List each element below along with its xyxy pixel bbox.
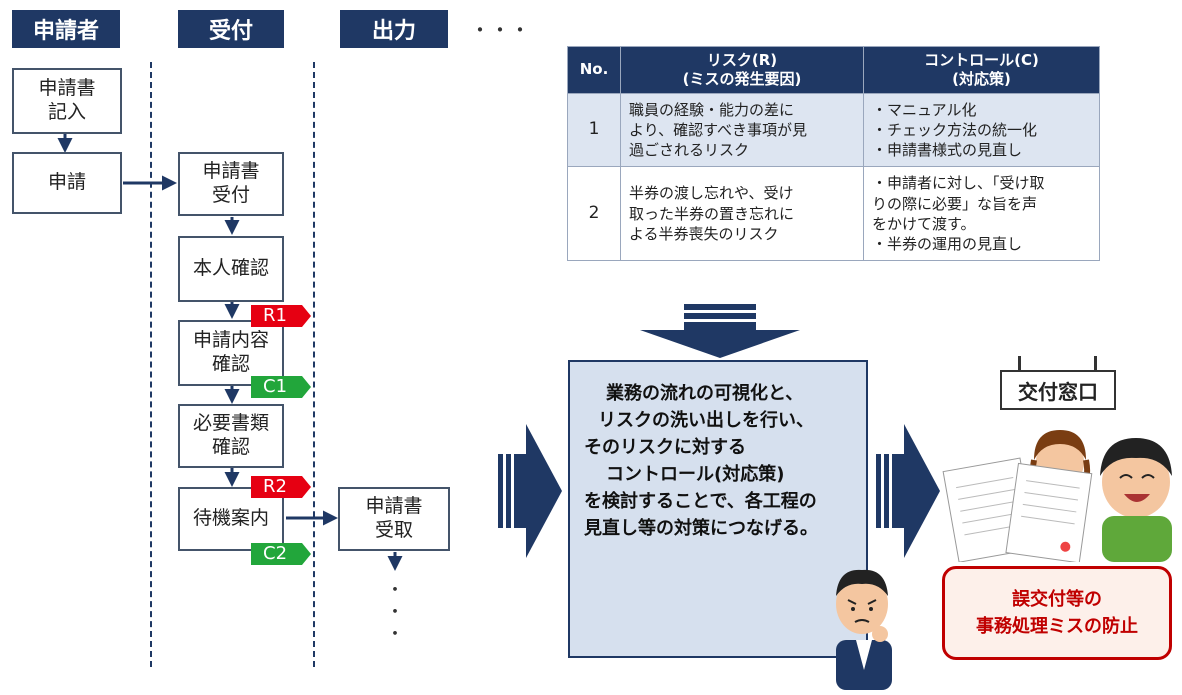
- summary-box: 業務の流れの可視化と、 リスクの洗い出しを行い、 そのリスクに対する コントロー…: [568, 360, 868, 658]
- header-ellipsis: ・・・: [470, 18, 530, 42]
- flow-connectors: [57, 134, 403, 571]
- continuation-dots: ・ ・ ・: [386, 580, 404, 645]
- row-no: 2: [567, 166, 621, 262]
- result-line: 誤交付等の: [1012, 589, 1102, 610]
- counter-illustration-icon: [942, 430, 1172, 562]
- control-tag-c1: C1: [251, 376, 311, 398]
- lane-divider: [313, 62, 315, 667]
- col-control: コントロール(C) (対応策): [862, 46, 1101, 94]
- sign-post: [1018, 356, 1021, 372]
- step-receive-certificate: 申請書 受取: [338, 487, 450, 551]
- summary-line: 業務の流れの可視化と、: [606, 383, 804, 404]
- counter-sign: 交付窓口: [1000, 370, 1116, 410]
- summary-line: リスクの洗い出しを行い、: [598, 410, 814, 431]
- lane-header-applicant: 申請者: [12, 10, 120, 48]
- summary-line: を検討することで、各工程の: [584, 491, 817, 512]
- summary-line: そのリスクに対する: [584, 437, 746, 458]
- table-row: 2 半券の渡し忘れや、受け 取った半券の置き忘れに よる半券喪失のリスク ・申請…: [567, 166, 1101, 262]
- risk-tag-r2: R2: [251, 476, 311, 498]
- down-arrow-icon: [640, 304, 800, 358]
- step-fill-application: 申請書 記入: [12, 68, 122, 134]
- right-arrow-icon: [498, 424, 562, 558]
- row-control: ・マニュアル化 ・チェック方法の統一化 ・申請書様式の見直し: [862, 92, 1101, 168]
- summary-line: 見直し等の対策につなげる。: [584, 518, 818, 539]
- col-risk: リスク(R) (ミスの発生要因): [620, 46, 864, 94]
- lane-header-reception: 受付: [178, 10, 284, 48]
- result-line: 事務処理ミスの防止: [976, 616, 1138, 637]
- step-documents-check: 必要書類 確認: [178, 404, 284, 468]
- step-submit-application: 申請: [12, 152, 122, 214]
- result-box: 誤交付等の 事務処理ミスの防止: [942, 566, 1172, 660]
- risk-tag-r1: R1: [251, 305, 311, 327]
- table-row: 1 職員の経験・能力の差に より、確認すべき事項が見 過ごされるリスク ・マニュ…: [567, 92, 1101, 168]
- row-risk: 職員の経験・能力の差に より、確認すべき事項が見 過ごされるリスク: [620, 92, 864, 168]
- lane-header-output: 出力: [340, 10, 448, 48]
- lane-divider: [150, 62, 152, 667]
- step-content-check: 申請内容 確認: [178, 320, 284, 386]
- row-risk: 半券の渡し忘れや、受け 取った半券の置き忘れに よる半券喪失のリスク: [620, 166, 864, 262]
- step-receive-application: 申請書 受付: [178, 152, 284, 216]
- risk-control-table: No. リスク(R) (ミスの発生要因) コントロール(C) (対応策) 1 職…: [567, 46, 1101, 262]
- row-no: 1: [567, 92, 621, 168]
- step-identity-check: 本人確認: [178, 236, 284, 302]
- summary-line: コントロール(対応策): [606, 464, 785, 485]
- row-control: ・申請者に対し、「受け取 りの際に必要」な旨を声 をかけて渡す。 ・半券の運用の…: [862, 166, 1101, 262]
- col-no: No.: [567, 46, 621, 94]
- sign-post: [1094, 356, 1097, 372]
- worried-staff-icon: [836, 569, 892, 690]
- control-tag-c2: C2: [251, 543, 311, 565]
- right-arrow-icon: [876, 424, 940, 558]
